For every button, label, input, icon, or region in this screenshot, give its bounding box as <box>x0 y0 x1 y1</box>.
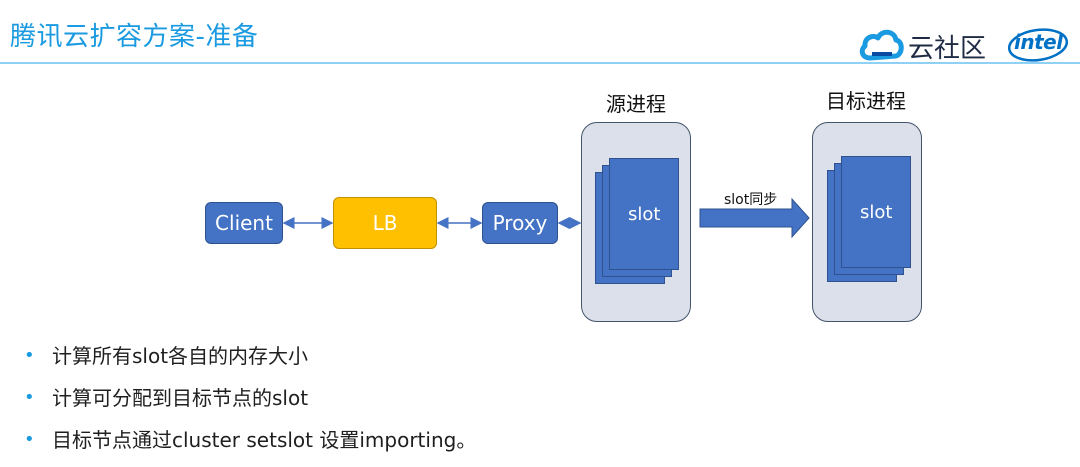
tencent-cloud-community-logo: 云社区 <box>858 24 998 64</box>
bullet-text: 计算可分配到目标节点的slot <box>52 386 309 410</box>
logo-cloud-text: 云社区 <box>908 34 987 64</box>
bullet-list: • 计算所有slot各自的内存大小 • 计算可分配到目标节点的slot • 目标… <box>22 338 476 464</box>
proxy-node: Proxy <box>482 202 558 244</box>
bullet-icon: • <box>24 345 35 366</box>
bullet-item: • 目标节点通过cluster setslot 设置importing。 <box>22 422 476 464</box>
slot-sync-arrow <box>699 197 810 239</box>
bullet-item: • 计算可分配到目标节点的slot <box>22 380 476 422</box>
slide-title: 腾讯云扩容方案-准备 <box>10 22 259 52</box>
source-process-label: 源进程 <box>606 92 666 116</box>
intel-swirl-icon <box>1007 28 1069 62</box>
target-slot-card <box>841 156 911 268</box>
title-divider <box>0 62 1080 64</box>
lb-node: LB <box>333 197 437 249</box>
bullet-icon: • <box>24 387 35 408</box>
bullet-text: 计算所有slot各自的内存大小 <box>52 344 309 368</box>
source-slot-card <box>609 158 679 270</box>
intel-logo: intel <box>1006 24 1070 64</box>
source-slot-label: slot <box>628 204 661 225</box>
cloud-icon <box>859 29 904 61</box>
intel-logo-text: intel <box>1014 30 1063 54</box>
bullet-icon: • <box>24 429 35 450</box>
slot-sync-label: slot同步 <box>724 192 778 208</box>
client-node: Client <box>205 202 283 244</box>
target-process-label: 目标进程 <box>826 89 906 113</box>
target-slot-label: slot <box>860 202 893 223</box>
bullet-item: • 计算所有slot各自的内存大小 <box>22 338 476 380</box>
bullet-text: 目标节点通过cluster setslot 设置importing。 <box>52 428 477 452</box>
